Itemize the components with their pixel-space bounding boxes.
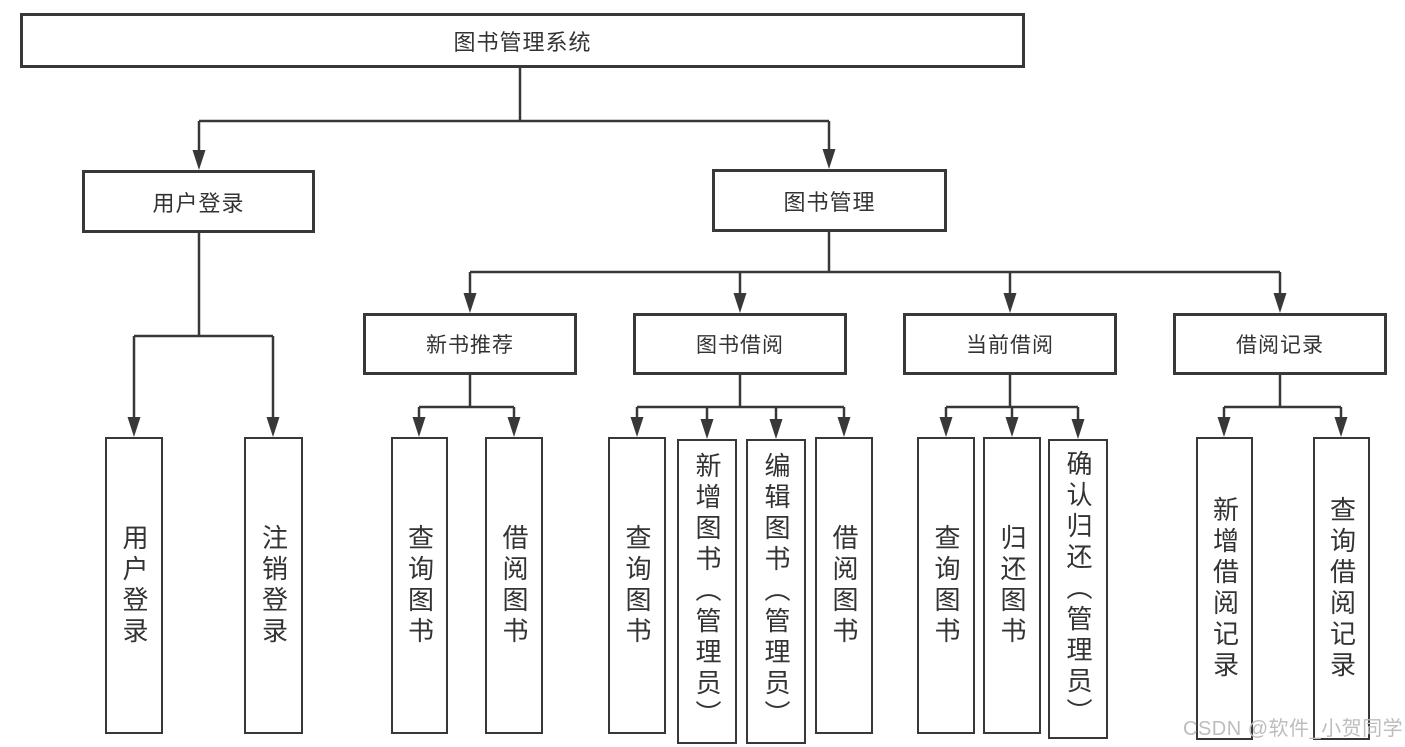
leaf-add-borrow-record-label: 新增借阅记录	[1209, 495, 1240, 682]
arrowhead-icon	[192, 150, 206, 170]
watermark: CSDN @软件_小贺同学	[1183, 718, 1404, 740]
leaf-confirm-return-admin-label: 确认归还（管理员）	[1063, 449, 1093, 729]
leaf-add-books-admin-label: 新增图书（管理员）	[692, 452, 722, 731]
arrowhead-icon	[733, 293, 747, 313]
leaf-logout-label: 注销登录	[258, 523, 289, 648]
arrowhead-icon	[822, 149, 836, 169]
leaf-borrowing-borrow-books-label: 借阅图书	[829, 523, 859, 648]
arrowhead-icon	[266, 417, 280, 437]
leaf-current-query-books: 查询图书	[917, 437, 975, 734]
node-borrowing-records: 借阅记录	[1173, 313, 1387, 375]
node-book-management-label: 图书管理	[783, 189, 876, 215]
node-current-borrowing-label: 当前借阅	[966, 334, 1054, 357]
leaf-user-login: 用户登录	[105, 437, 163, 734]
node-root-label: 图书管理系统	[453, 29, 592, 55]
leaf-add-borrow-record: 新增借阅记录	[1196, 437, 1253, 740]
leaf-recommend-query-books: 查询图书	[391, 437, 448, 734]
leaf-return-books: 归还图书	[983, 437, 1041, 734]
node-current-borrowing: 当前借阅	[903, 313, 1117, 375]
node-root-system: 图书管理系统	[20, 13, 1025, 68]
leaf-edit-books-admin: 编辑图书（管理员）	[746, 439, 806, 744]
node-user-login: 用户登录	[82, 170, 315, 233]
leaf-current-query-books-label: 查询图书	[931, 523, 961, 648]
node-book-borrowing-label: 图书借阅	[696, 334, 784, 357]
node-book-management: 图书管理	[712, 169, 947, 232]
leaf-edit-books-admin-label: 编辑图书（管理员）	[761, 452, 791, 731]
node-book-borrowing: 图书借阅	[633, 313, 847, 375]
arrowhead-icon	[1003, 293, 1017, 313]
leaf-query-borrow-record-label: 查询借阅记录	[1326, 495, 1357, 682]
leaf-confirm-return-admin: 确认归还（管理员）	[1048, 439, 1108, 739]
arrowhead-icon	[463, 293, 477, 313]
leaf-borrowing-query-books-label: 查询图书	[622, 523, 652, 648]
leaf-query-borrow-record: 查询借阅记录	[1313, 437, 1370, 740]
leaf-recommend-borrow-books-label: 借阅图书	[499, 523, 529, 648]
arrowhead-icon	[939, 417, 953, 437]
leaf-borrowing-borrow-books: 借阅图书	[815, 437, 873, 734]
arrowhead-icon	[127, 417, 141, 437]
arrowhead-icon	[837, 417, 851, 437]
leaf-user-login-label: 用户登录	[119, 523, 149, 648]
arrowhead-icon	[630, 417, 644, 437]
arrowhead-icon	[1071, 419, 1085, 439]
arrowhead-icon	[1005, 417, 1019, 437]
leaf-recommend-query-books-label: 查询图书	[404, 523, 435, 648]
node-borrowing-records-label: 借阅记录	[1236, 334, 1324, 357]
node-new-book-recommend: 新书推荐	[363, 313, 577, 375]
arrowhead-icon	[769, 419, 783, 439]
leaf-logout: 注销登录	[244, 437, 303, 734]
leaf-add-books-admin: 新增图书（管理员）	[677, 439, 737, 744]
arrowhead-icon	[1273, 293, 1287, 313]
leaf-recommend-borrow-books: 借阅图书	[485, 437, 543, 734]
arrowhead-icon	[700, 419, 714, 439]
leaf-return-books-label: 归还图书	[997, 523, 1027, 648]
arrowhead-icon	[1217, 417, 1231, 437]
leaf-borrowing-query-books: 查询图书	[608, 437, 666, 734]
arrowhead-icon	[412, 417, 426, 437]
node-new-book-recommend-label: 新书推荐	[426, 334, 514, 357]
node-user-login-label: 用户登录	[152, 190, 245, 216]
arrowhead-icon	[507, 417, 521, 437]
arrowhead-icon	[1334, 417, 1348, 437]
